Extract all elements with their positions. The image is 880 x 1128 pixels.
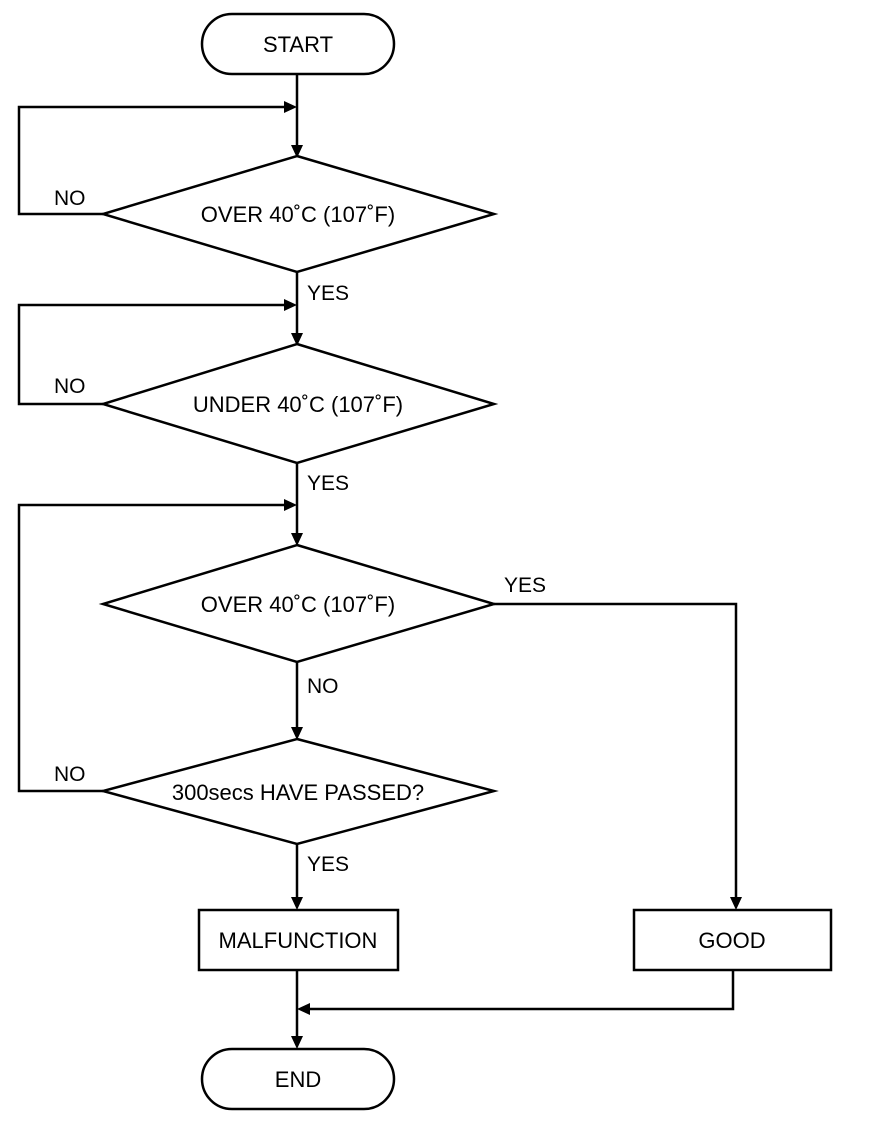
d1-no-label: NO — [54, 187, 86, 210]
arrowhead — [291, 145, 303, 158]
malfunction-label: MALFUNCTION — [219, 928, 378, 953]
d3-no-label: NO — [307, 675, 339, 698]
arrowhead — [291, 1036, 303, 1049]
arrowhead — [291, 727, 303, 740]
start-node: START — [200, 12, 396, 76]
arrowhead — [284, 101, 297, 113]
connectors — [17, 74, 742, 1049]
decision-1-label: OVER 40˚C (107˚F) — [201, 202, 395, 227]
edge-good-to-end — [305, 970, 735, 1011]
decision-over-40c-first: OVER 40˚C (107˚F) — [98, 154, 499, 274]
d2-yes-label: YES — [307, 472, 349, 495]
good-box: GOOD — [632, 908, 833, 972]
d4-yes-label: YES — [307, 853, 349, 876]
edge-labels: NO YES NO YES YES NO NO YES — [54, 187, 546, 876]
edge-d4-no-loop — [17, 503, 290, 793]
end-node: END — [200, 1047, 396, 1111]
d2-no-label: NO — [54, 375, 86, 398]
arrowhead — [284, 499, 297, 511]
arrowhead — [291, 333, 303, 346]
decision-under-40c: UNDER 40˚C (107˚F) — [98, 342, 499, 465]
edge-d1-no-loop — [17, 105, 290, 216]
end-label: END — [275, 1067, 321, 1092]
decision-over-40c-second: OVER 40˚C (107˚F) — [98, 543, 499, 664]
decision-3-label: OVER 40˚C (107˚F) — [201, 592, 395, 617]
arrowhead — [730, 897, 742, 910]
decision-300secs: 300secs HAVE PASSED? — [98, 737, 499, 846]
d4-no-label: NO — [54, 763, 86, 786]
good-label: GOOD — [698, 928, 765, 953]
malfunction-box: MALFUNCTION — [197, 908, 400, 972]
arrowhead — [297, 1003, 310, 1015]
edge-d2-no-loop — [17, 303, 290, 406]
d3-yes-label: YES — [504, 574, 546, 597]
arrowhead — [284, 299, 297, 311]
edge-d3-yes-to-good — [494, 602, 738, 902]
arrowhead — [291, 897, 303, 910]
decision-4-label: 300secs HAVE PASSED? — [172, 780, 424, 805]
decision-2-label: UNDER 40˚C (107˚F) — [193, 392, 403, 417]
start-label: START — [263, 32, 333, 57]
d1-yes-label: YES — [307, 282, 349, 305]
arrowhead — [291, 533, 303, 546]
